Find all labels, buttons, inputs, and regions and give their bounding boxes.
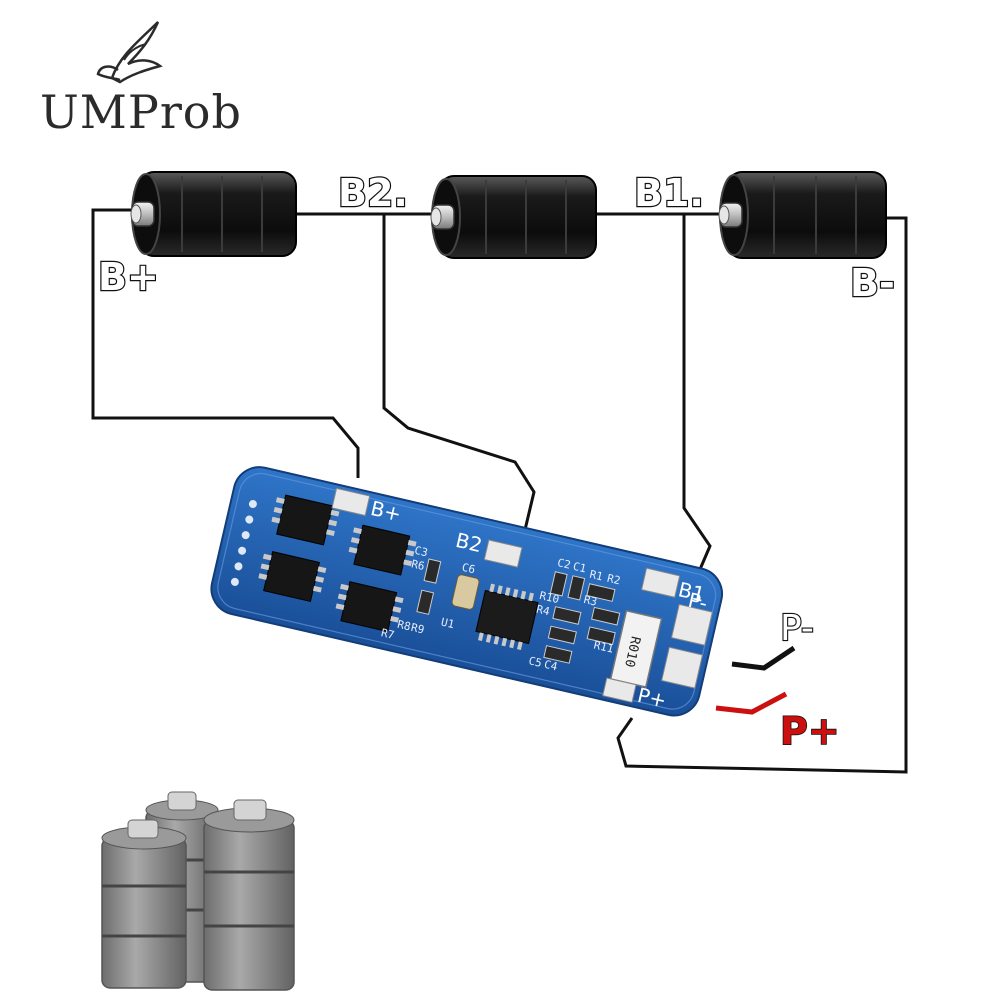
pcb-via-dots [230,499,257,586]
controller-ic [475,583,539,651]
battery-stack-icon [101,791,295,991]
label-p-plus: P+ [780,709,840,753]
silk-code: C5 [527,654,543,670]
silk-code: R3 [582,593,598,609]
mosfet-chip [271,494,340,546]
butterfly-logo-icon [96,21,163,84]
wire-b-minus [616,216,908,774]
silk-code: R7 [380,626,396,642]
resistor-marking: R010 [621,635,643,669]
silk-code: C4 [543,658,559,674]
wire-b2 [382,214,536,535]
pad-b1 [640,567,681,598]
silk-code: R11 [592,638,614,655]
silk-code: C3 [413,544,429,560]
logo-text: UMProb [40,85,242,139]
battery-cell-icon [130,171,297,257]
battery-cell-icon [430,175,597,259]
pad-p-plus [602,677,637,703]
silk-code: R10 [538,589,560,606]
silk-code: R4 [535,603,551,619]
wire-p-plus-lead [715,691,788,715]
shunt-resistor: R010 [609,609,663,688]
pad-p-plus-large [661,646,704,689]
pad-b-plus [331,487,371,517]
silk-code: R9 [410,621,426,637]
silk-p-minus: P- [686,588,710,616]
label-b1: B1. [634,171,704,215]
label-b-plus: B+ [98,255,159,299]
silk-u1: U1 [440,616,456,632]
label-b2: B2. [338,171,408,215]
wire-b1 [682,214,712,589]
mosfet-chip [335,581,404,633]
mosfet-chip [258,551,327,603]
smd-components [416,558,621,664]
battery-cell-icon [718,171,887,259]
wires [91,208,908,774]
silk-code: R6 [410,557,426,573]
silk-code: R2 [606,572,622,588]
pad-b2 [483,539,523,568]
capacitor-c6 [451,574,480,610]
silk-code: C2 [556,556,572,572]
silk-code: R8 [396,618,412,634]
bms-board: R010 B+ B2 B1 P- P+ U1 C6 C3 R6 R8 R9 R7… [210,466,724,717]
wire-b-plus [91,208,360,478]
wire-p-minus-lead [731,645,796,671]
pad-p-minus [670,603,713,646]
silk-component-codes: C3 R6 R8 R9 R7 C2 C1 R1 R2 R3 R10 R4 R11… [380,544,622,674]
mosfet-chip [348,524,417,576]
silk-b1: B1 [676,577,707,606]
label-p-minus: P- [780,608,814,649]
label-b-minus: B- [850,261,895,305]
silk-code: R1 [588,568,604,584]
brand-logo: UMProb [40,21,242,139]
silk-code: C1 [572,560,588,576]
silk-c6: C6 [461,561,477,577]
silk-b2: B2 [453,528,484,557]
